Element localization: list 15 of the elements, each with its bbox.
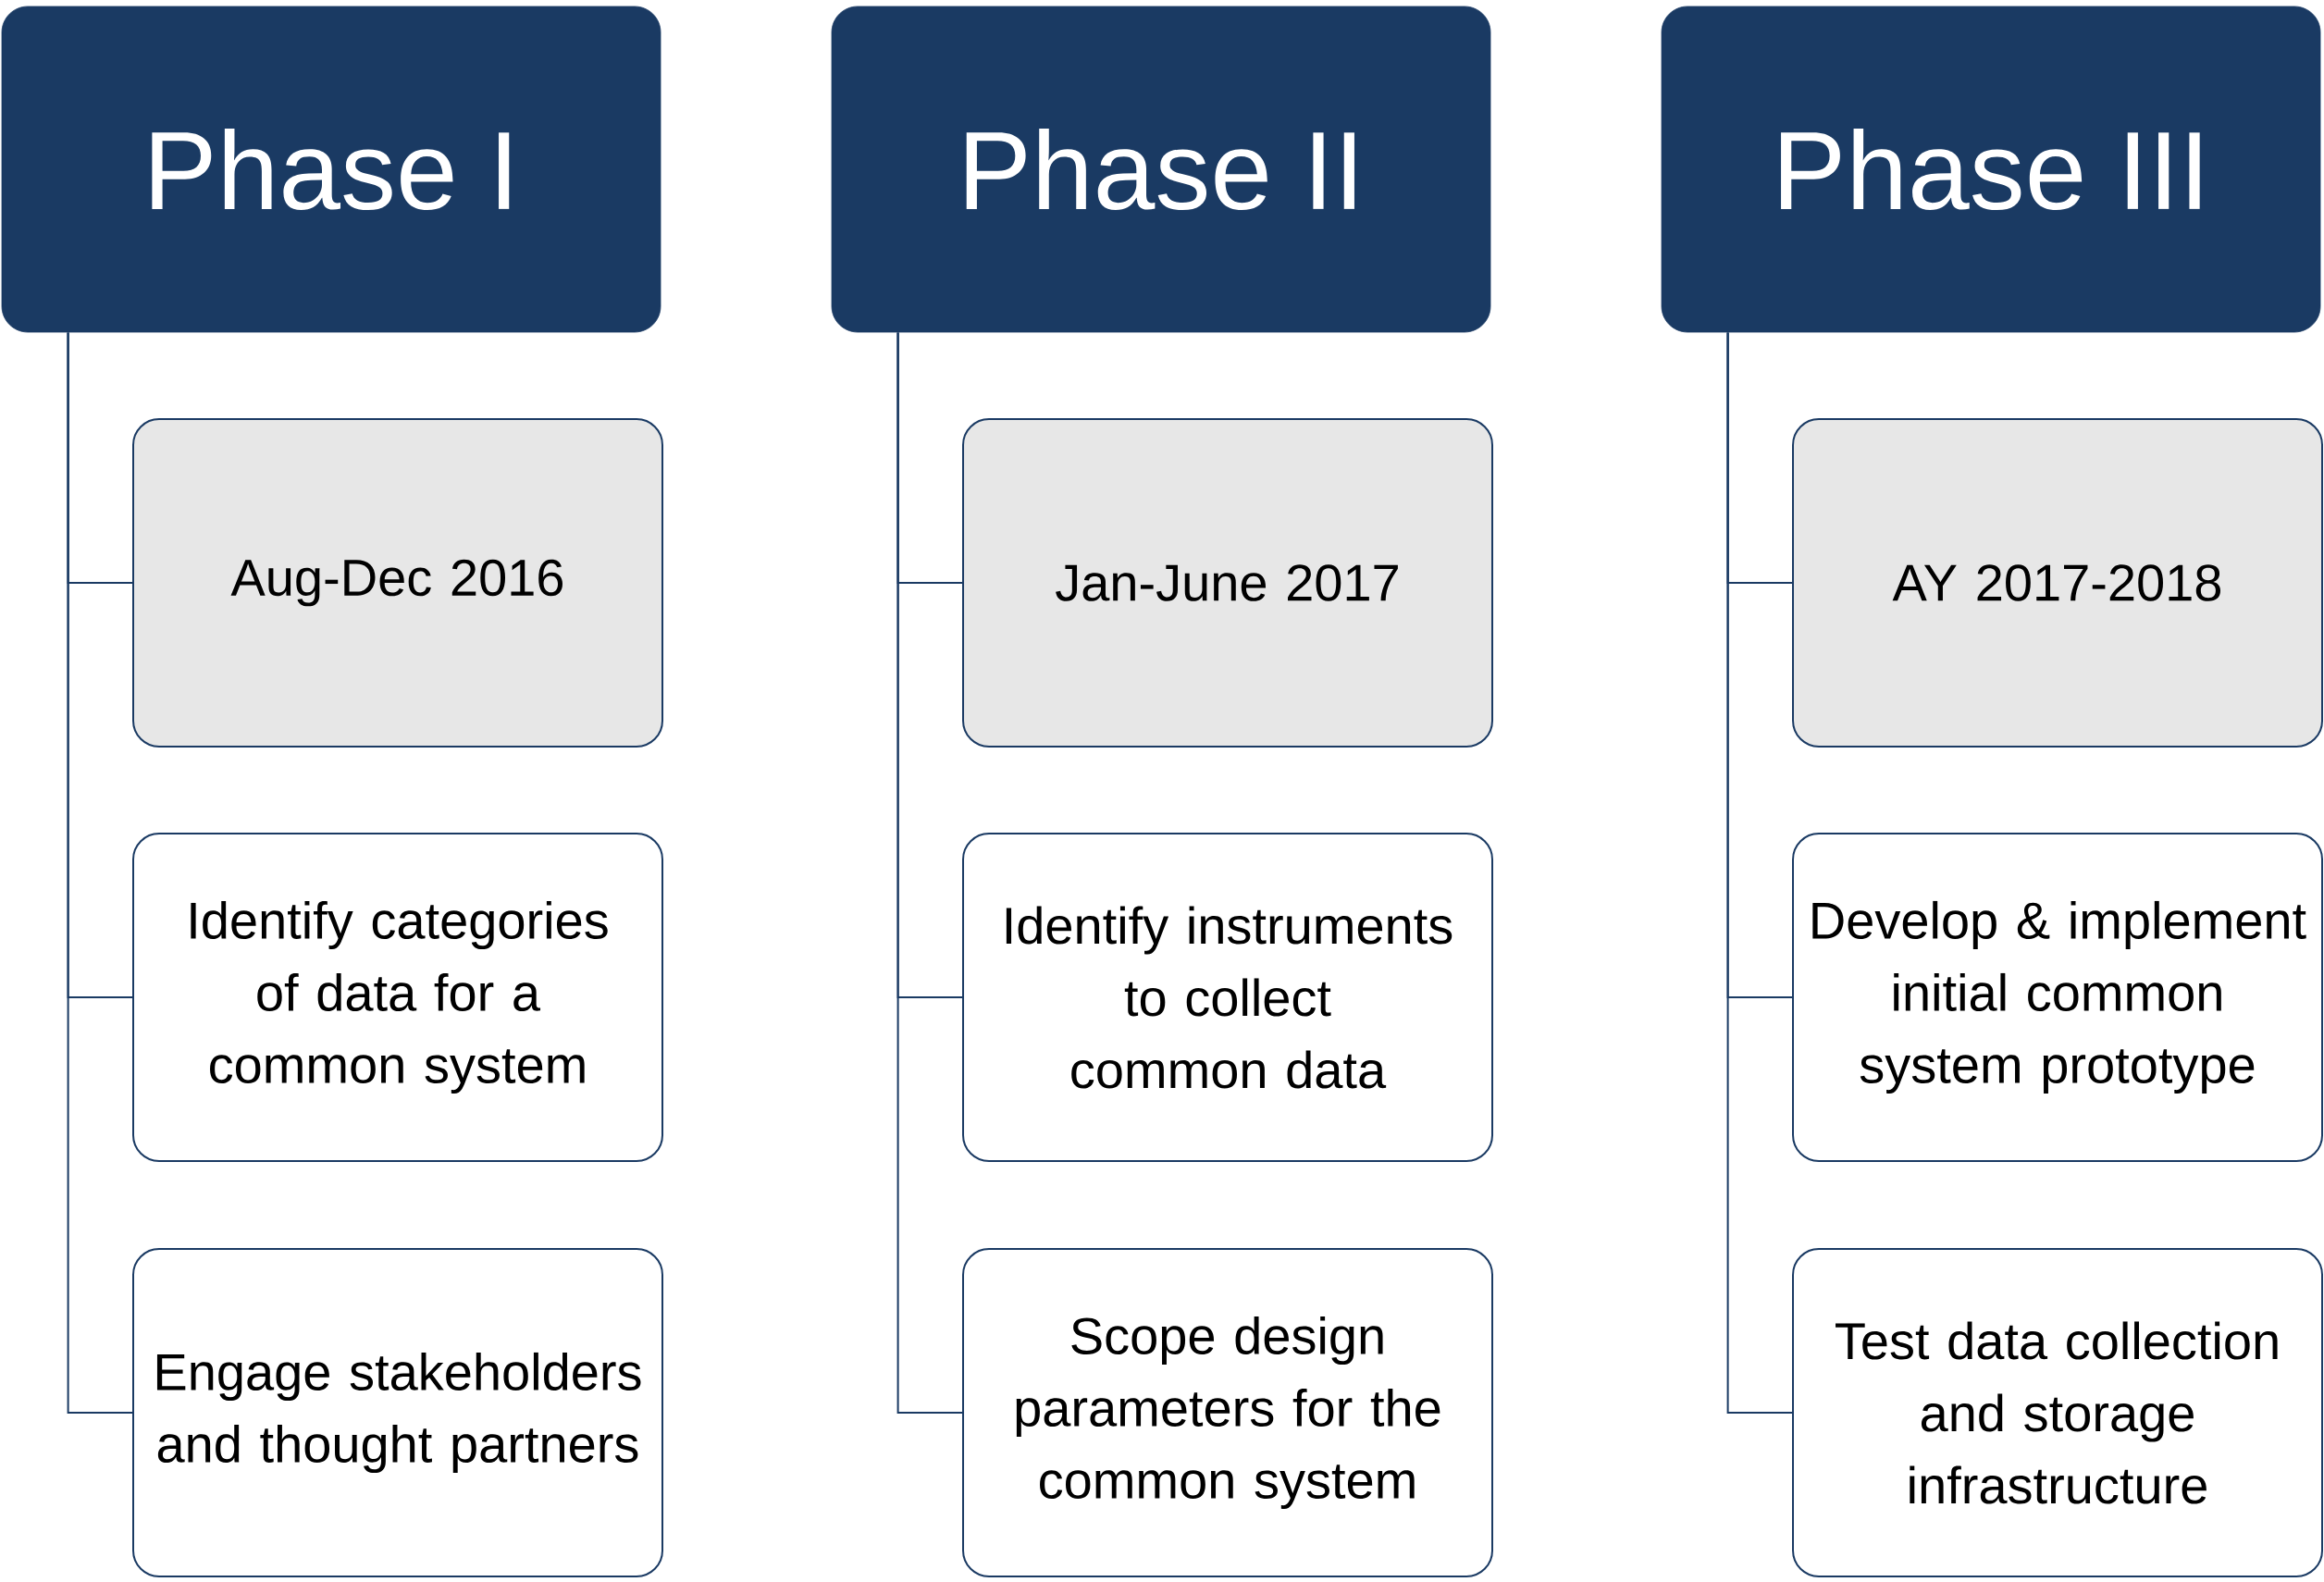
task-box: Identify categories of data for a common system — [132, 833, 663, 1162]
task-box: Engage stakeholders and thought partners — [132, 1248, 663, 1577]
date-box: AY 2017-2018 — [1792, 418, 2323, 748]
date-box: Aug-Dec 2016 — [132, 418, 663, 748]
phase-header-box: Phase II — [831, 6, 1491, 333]
task-box: Develop & implement initial common system prototype — [1792, 833, 2323, 1162]
phase-header-box: Phase I — [1, 6, 661, 333]
connector-line — [896, 331, 963, 1414]
task-box: Test data collection and storage infrastructure — [1792, 1248, 2323, 1577]
task-box: Scope design parameters for the common system — [962, 1248, 1493, 1577]
task-box: Identify instruments to collect common data — [962, 833, 1493, 1162]
phase-header-box: Phase III — [1661, 6, 2321, 333]
connector-line — [1726, 331, 1793, 1414]
connector-line — [67, 331, 133, 1414]
date-box: Jan-June 2017 — [962, 418, 1493, 748]
